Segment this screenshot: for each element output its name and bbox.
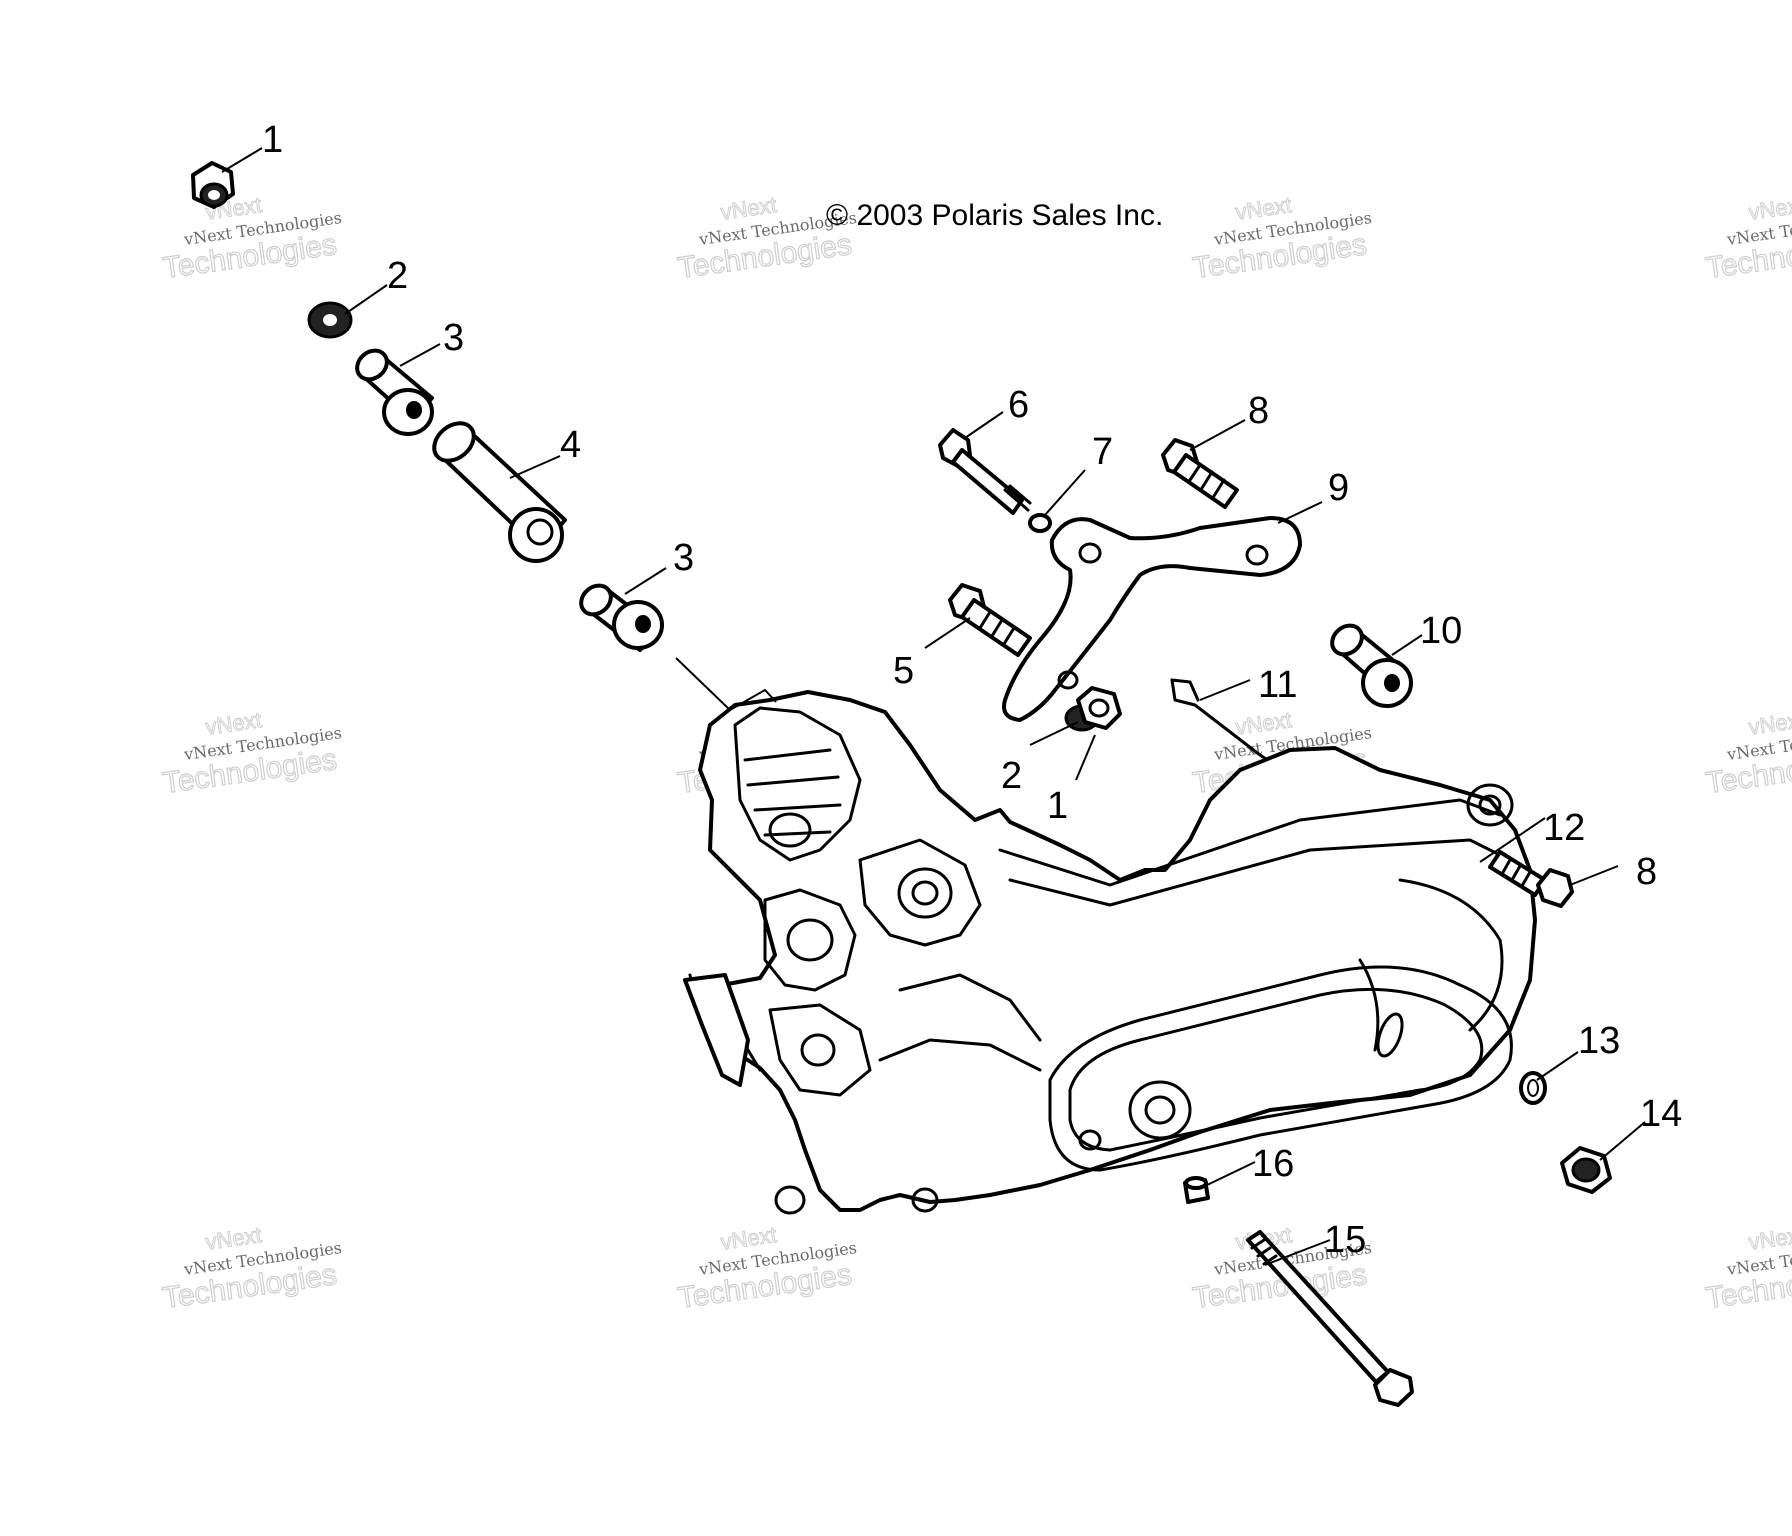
callout-7: 7 bbox=[1092, 431, 1113, 473]
part-3-bushing-upper bbox=[355, 348, 434, 436]
leader-8b bbox=[1569, 865, 1619, 886]
watermark: vNext vNext Technologies Technologies bbox=[675, 1222, 858, 1316]
callout-6: 6 bbox=[1008, 384, 1029, 426]
callout-9: 9 bbox=[1328, 467, 1349, 509]
leader-14 bbox=[1599, 1121, 1646, 1161]
leader-10 bbox=[1391, 634, 1423, 656]
callout-4: 4 bbox=[560, 424, 581, 466]
leader-3b bbox=[624, 567, 667, 595]
callout-14: 14 bbox=[1640, 1093, 1682, 1135]
watermark-top: vNext bbox=[1747, 1222, 1792, 1255]
part-8-flange-bolt-right bbox=[1488, 850, 1574, 908]
copyright-text: © 2003 Polaris Sales Inc. bbox=[826, 199, 1163, 232]
callout-13: 13 bbox=[1578, 1020, 1620, 1062]
callout-labels: 1 2 3 4 3 6 7 8 9 5 10 11 2 1 12 8 13 14… bbox=[262, 119, 1682, 1261]
watermark: vNext vNext Technologies Technologies bbox=[1703, 1222, 1792, 1316]
callout-2: 2 bbox=[1001, 755, 1022, 797]
callout-3: 3 bbox=[673, 537, 694, 579]
callout-1: 1 bbox=[1047, 785, 1068, 827]
leader-6 bbox=[964, 411, 1004, 439]
callout-16: 16 bbox=[1252, 1143, 1294, 1185]
leader-3a bbox=[399, 343, 441, 367]
leader-1a bbox=[221, 147, 263, 173]
callout-12: 12 bbox=[1543, 807, 1585, 849]
watermark: vNext vNext Technologies Technologies bbox=[675, 192, 858, 286]
leader-1b bbox=[1075, 734, 1096, 781]
callout-2: 2 bbox=[387, 255, 408, 297]
part-7-o-ring bbox=[1028, 513, 1052, 533]
leader-engine-mount bbox=[675, 657, 777, 712]
part-16-dowel bbox=[1183, 1176, 1210, 1204]
part-13-washer bbox=[1519, 1071, 1547, 1105]
leader-2a bbox=[344, 284, 388, 315]
part-14-nut bbox=[1560, 1146, 1612, 1194]
watermark-top: vNext bbox=[1747, 192, 1792, 225]
part-9-bracket bbox=[1002, 516, 1302, 722]
part-6-long-bolt bbox=[938, 428, 1032, 515]
leader-13 bbox=[1536, 1051, 1579, 1081]
leader-7 bbox=[1044, 469, 1086, 516]
callout-10: 10 bbox=[1420, 610, 1462, 652]
callout-3: 3 bbox=[443, 317, 464, 359]
callout-8: 8 bbox=[1248, 390, 1269, 432]
watermark: vNext vNext Technologies Technologies bbox=[160, 1222, 343, 1316]
watermark: vNext vNext Technologies Technologies bbox=[160, 192, 343, 286]
part-4-sleeve bbox=[432, 421, 567, 563]
part-5-flange-bolt bbox=[948, 583, 1032, 657]
watermark: vNext vNext Technologies Technologies bbox=[160, 707, 343, 801]
part-2-washer bbox=[307, 301, 353, 339]
watermark-top: vNext bbox=[1747, 707, 1792, 740]
leader-15 bbox=[1264, 1239, 1331, 1266]
leader-4 bbox=[509, 455, 561, 479]
leader-12 bbox=[1479, 817, 1546, 863]
leader-8a bbox=[1189, 419, 1246, 451]
part-10-bushing bbox=[1330, 623, 1413, 708]
leader-11 bbox=[1199, 679, 1251, 701]
leader-2b bbox=[1029, 721, 1079, 746]
callout-1: 1 bbox=[262, 119, 283, 161]
engine-assembly bbox=[683, 690, 1537, 1215]
part-1-nut bbox=[191, 161, 235, 209]
leader-lines bbox=[221, 147, 1646, 1266]
callout-11: 11 bbox=[1258, 664, 1297, 706]
part-3-bushing-lower bbox=[579, 583, 664, 652]
watermark: vNext vNext Technologies Technologies bbox=[1703, 192, 1792, 286]
leader-16 bbox=[1204, 1161, 1256, 1187]
leader-9 bbox=[1277, 501, 1323, 524]
part-8-flange-bolt-top bbox=[1161, 438, 1239, 509]
watermark: vNext vNext Technologies Technologies bbox=[1703, 707, 1792, 801]
part-1-nut-lower bbox=[1076, 686, 1122, 730]
watermark: vNext vNext Technologies Technologies bbox=[1190, 192, 1373, 286]
part-15-long-bolt bbox=[1246, 1230, 1414, 1407]
callout-5: 5 bbox=[893, 650, 914, 692]
leader-5 bbox=[924, 617, 971, 649]
callout-8: 8 bbox=[1636, 851, 1657, 893]
callout-15: 15 bbox=[1324, 1219, 1366, 1261]
